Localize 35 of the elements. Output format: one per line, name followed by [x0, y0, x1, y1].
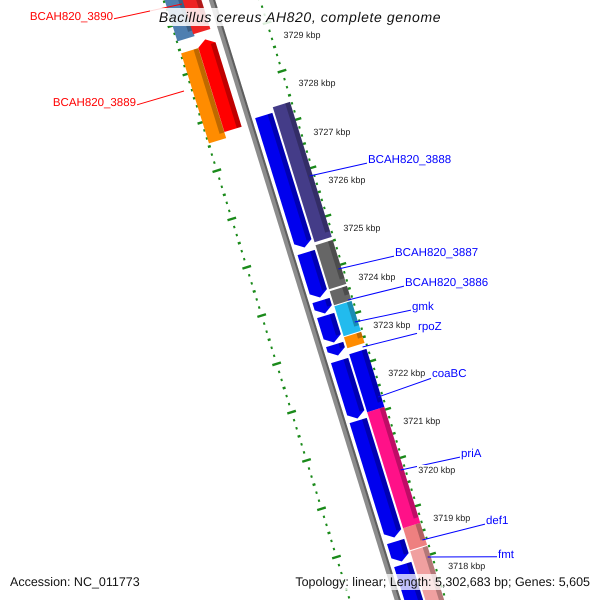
leader-line — [378, 378, 432, 398]
scale-label: 3729 kbp — [282, 30, 322, 40]
leader-line — [338, 256, 394, 270]
gene-label: BCAH820_3886 — [405, 277, 488, 290]
scale-label: 3719 kbp — [432, 513, 472, 523]
leader-line — [427, 556, 498, 558]
scale-label: 3728 kbp — [297, 78, 336, 88]
scale-label: 3721 kbp — [402, 416, 442, 426]
leader-line — [362, 332, 418, 348]
genome-info-text: Topology: linear; Length: 5,302,683 bp; Genes: 5,605 — [295, 574, 590, 590]
gene-label: BCAH820_3889 — [52, 97, 136, 110]
gene-label: gmk — [412, 301, 434, 314]
scale-label: 3725 kbp — [342, 223, 382, 234]
gene-label: BCAH820_3887 — [395, 247, 478, 260]
gene-label: rpoZ — [418, 321, 442, 334]
leader-line — [309, 162, 368, 176]
gene-label: fmt — [498, 549, 514, 562]
gene-label: priA — [461, 448, 482, 461]
accession-text: Accession: NC_011773 — [10, 574, 140, 590]
gene-label: BCAH820_3890 — [30, 11, 113, 24]
leader-line — [422, 524, 486, 540]
scale-label: 3718 kbp — [447, 561, 486, 572]
leader-line — [400, 456, 460, 470]
leader-line — [354, 310, 412, 322]
leader-line — [136, 90, 184, 106]
scale-label: 3726 kbp — [327, 174, 366, 185]
leader-line — [348, 286, 404, 300]
gene-label: BCAH820_3888 — [368, 154, 452, 167]
gene-label: coaBC — [432, 368, 467, 381]
gene-label: def1 — [486, 515, 508, 528]
scale-label: 3723 kbp — [372, 320, 412, 330]
scale-label: 3724 kbp — [357, 272, 396, 282]
scale-label: 3722 kbp — [387, 368, 426, 378]
scale-label: 3720 kbp — [417, 464, 456, 475]
scale-label: 3727 kbp — [312, 126, 352, 137]
